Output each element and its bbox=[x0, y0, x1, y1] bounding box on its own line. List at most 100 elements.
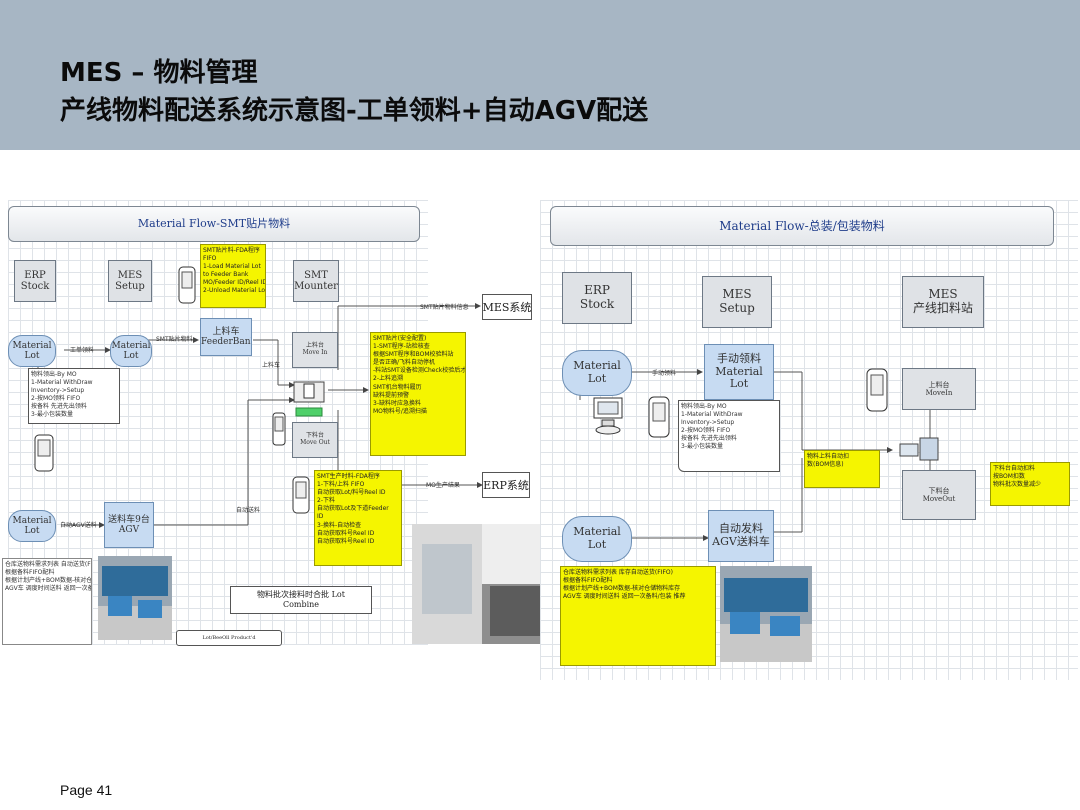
upline-label: 上料车 bbox=[262, 362, 281, 369]
handheld-scanner-icon-4 bbox=[292, 476, 310, 518]
lot-label: Material bbox=[573, 359, 621, 373]
note-line: 仓库送物料需求列表 自动送货(FIFO) bbox=[5, 561, 92, 568]
note-line: SMT贴片料-FDA程序 bbox=[203, 247, 260, 254]
moveout-label: Move Out bbox=[300, 439, 330, 446]
note-line: 3-最小包装数量 bbox=[681, 443, 723, 451]
note-line: 自动获取Lot/料号Reel ID bbox=[317, 489, 386, 497]
note-line: 根据计划产线+BOM数据-核对仓储物料库存 bbox=[563, 585, 681, 593]
move-in-box: 上料台 Move In bbox=[292, 332, 338, 368]
mounter-machine-icon bbox=[292, 378, 328, 422]
note-line: 3-缺料时应急换料 bbox=[373, 399, 421, 407]
note-line: 下料台自动扣料 bbox=[993, 465, 1036, 472]
note-line: 是否正确/飞料自动停机 bbox=[373, 359, 436, 367]
erp-label: ERP bbox=[584, 283, 610, 298]
note-line: 1-下料/上料 FIFO bbox=[317, 481, 365, 489]
note-line: 自动获取料号Reel ID bbox=[317, 537, 375, 545]
movein-deduction-note: 物料上料自动扣 数(BOM信息) bbox=[804, 450, 880, 488]
material-lot-node-right-1: Material Lot bbox=[562, 350, 632, 396]
note-line: 物料领出-By MO bbox=[31, 371, 77, 378]
note-line: SMT机台物料履历 bbox=[373, 383, 422, 391]
slide-subtitle: 产线物料配送系统示意图-工单领料+自动AGV配送 bbox=[60, 96, 649, 126]
agv-label: AGV bbox=[118, 525, 140, 535]
note-line: 物料批次数量减少 bbox=[993, 481, 1042, 489]
agv-label: 送料车9台 bbox=[108, 514, 150, 525]
assembly-flow-title: Material Flow-总装/包装物料 bbox=[550, 206, 1054, 246]
note-line: 物料上料自动扣 bbox=[807, 453, 850, 460]
assembly-issue-note: 物料领出-By MO 1-Material WithDraw Inventory… bbox=[678, 400, 780, 472]
note-line: 1-SMT程序-站检核查 bbox=[373, 343, 430, 351]
material-lot-node-1: Material Lot bbox=[8, 335, 56, 367]
move-out-box-right: 下料台 MoveOut bbox=[902, 470, 976, 520]
agv-label: AGV送料车 bbox=[712, 535, 770, 548]
movein-label: 上料台 bbox=[305, 342, 324, 350]
erp-label: ERP bbox=[24, 269, 46, 281]
smt-material-label: SMT贴片物料 bbox=[156, 336, 193, 343]
note-line: Inventory->Setup bbox=[681, 419, 735, 427]
note-line: SMT生产时料-FDA程序 bbox=[317, 473, 380, 480]
note-line: SMT贴片(安全配置) bbox=[373, 335, 427, 342]
mes-label: MES bbox=[722, 287, 752, 302]
note-line: 2-按MO领料 FIFO bbox=[31, 395, 81, 403]
note-line: MO/Feeder ID/Reel ID bbox=[203, 279, 266, 287]
desktop-computer-icon bbox=[588, 396, 628, 440]
move-in-box-right: 上料台 MoveIn bbox=[902, 368, 976, 410]
manual-issue-label: 手动领料 bbox=[652, 370, 677, 377]
handheld-scanner-icon-5 bbox=[648, 396, 670, 442]
smt-flow-title: Material Flow-SMT贴片物料 bbox=[8, 206, 420, 242]
note-line: 按备料 先进先出领料 bbox=[681, 435, 737, 443]
note-line: 仓库送物料需求列表 库存自动送货(FIFO) bbox=[563, 569, 673, 576]
note-line: 3-换料-自动检查 bbox=[317, 521, 362, 529]
agv-delivery-label: 自动AGV送料 bbox=[60, 522, 97, 529]
lot-label: Lot bbox=[587, 538, 607, 551]
lot-label: Lot bbox=[24, 351, 40, 361]
mes-label: MES bbox=[117, 269, 143, 281]
warehouse-request-note-right: 仓库送物料需求列表 库存自动送货(FIFO) 根据备料FIFO配料 根据计划产线… bbox=[560, 566, 716, 666]
manual-label: Material bbox=[715, 364, 763, 378]
lot-combine-box: 物料批次接料时合批 Lot Combine bbox=[230, 586, 372, 614]
mes-deduction-station-box: MES 产线扣料站 bbox=[902, 276, 984, 328]
agv-warehouse-photo bbox=[98, 556, 172, 640]
note-line: 1-Material WithDraw bbox=[681, 411, 743, 419]
erp-stock-box-right: ERP Stock bbox=[562, 272, 632, 324]
smt-production-note: SMT生产时料-FDA程序 1-下料/上料 FIFO 自动获取Lot/料号Ree… bbox=[314, 470, 402, 566]
moveout-deduction-note: 下料台自动扣料 按BOM扣数 物料批次数量减少 bbox=[990, 462, 1070, 506]
note-line: FIFO bbox=[203, 255, 217, 263]
smt-mounter-box: SMT Mounter bbox=[293, 260, 339, 302]
stock-label: Stock bbox=[579, 297, 615, 311]
feeder-label: FeederBank bbox=[201, 337, 252, 347]
mes-setup-box-right: MES Setup bbox=[702, 276, 772, 328]
note-line: 缺料提前预警 bbox=[373, 391, 410, 399]
agv-label: 自动发料 bbox=[719, 522, 763, 536]
note-line: AGV车 调度时间送料 返回一次备料/包装 推荐 bbox=[5, 585, 91, 593]
station-label: 产线扣料站 bbox=[912, 301, 973, 315]
note-line: 按BOM扣数 bbox=[993, 473, 1025, 481]
note-line: 根据SMT程序和BOM校验料站 bbox=[373, 351, 454, 359]
note-line: 物料领出-By MO bbox=[681, 403, 727, 410]
lot-label: Lot bbox=[123, 351, 139, 361]
note-line: 自动获取料号Reel ID bbox=[317, 529, 375, 537]
note-line: 3-最小包装数量 bbox=[31, 411, 73, 419]
smt-material-flow-panel: Material Flow-SMT贴片物料 ERP Stock MES Setu… bbox=[2, 200, 546, 646]
lot-label: Material bbox=[111, 340, 151, 351]
auto-issue-agv-box: 自动发料 AGV送料车 bbox=[708, 510, 774, 562]
smt-process-note: SMT贴片(安全配置) 1-SMT程序-站检核查 根据SMT程序和BOM校验料站… bbox=[370, 332, 466, 456]
setup-label: Setup bbox=[719, 301, 755, 315]
mes-label: MES bbox=[928, 287, 958, 302]
line-station-machine-icon bbox=[898, 436, 942, 466]
smt-issue-note: 物料领出-By MO 1-Material WithDraw Inventory… bbox=[28, 368, 120, 424]
note-line: Inventory->Setup bbox=[31, 387, 85, 395]
smt-setup-note: SMT贴片料-FDA程序 FIFO 1-Load Material Lot to… bbox=[200, 244, 266, 308]
material-lot-node-3: Material Lot bbox=[8, 510, 56, 542]
note-line: 1-Load Material Lot bbox=[203, 263, 261, 271]
note-line: 根据备料FIFO配料 bbox=[563, 577, 613, 585]
move-out-box: 下料台 Move Out bbox=[292, 422, 338, 458]
feeder-bank-box: 上料车 FeederBank bbox=[200, 318, 252, 356]
moveout-label: 下料台 bbox=[305, 432, 324, 440]
material-lot-node-right-2: Material Lot bbox=[562, 516, 632, 562]
moveout-label: MoveOut bbox=[922, 495, 956, 503]
note-line: 2-按MO领料 FIFO bbox=[681, 427, 731, 435]
note-line: 按备料 先进先出领料 bbox=[31, 403, 87, 411]
erp-system-box: ERP系统 bbox=[482, 472, 530, 498]
note-line: 2-上料追溯 bbox=[373, 375, 403, 383]
note-line: -料站SMT设备检测Check校验后才上机 bbox=[373, 367, 466, 375]
